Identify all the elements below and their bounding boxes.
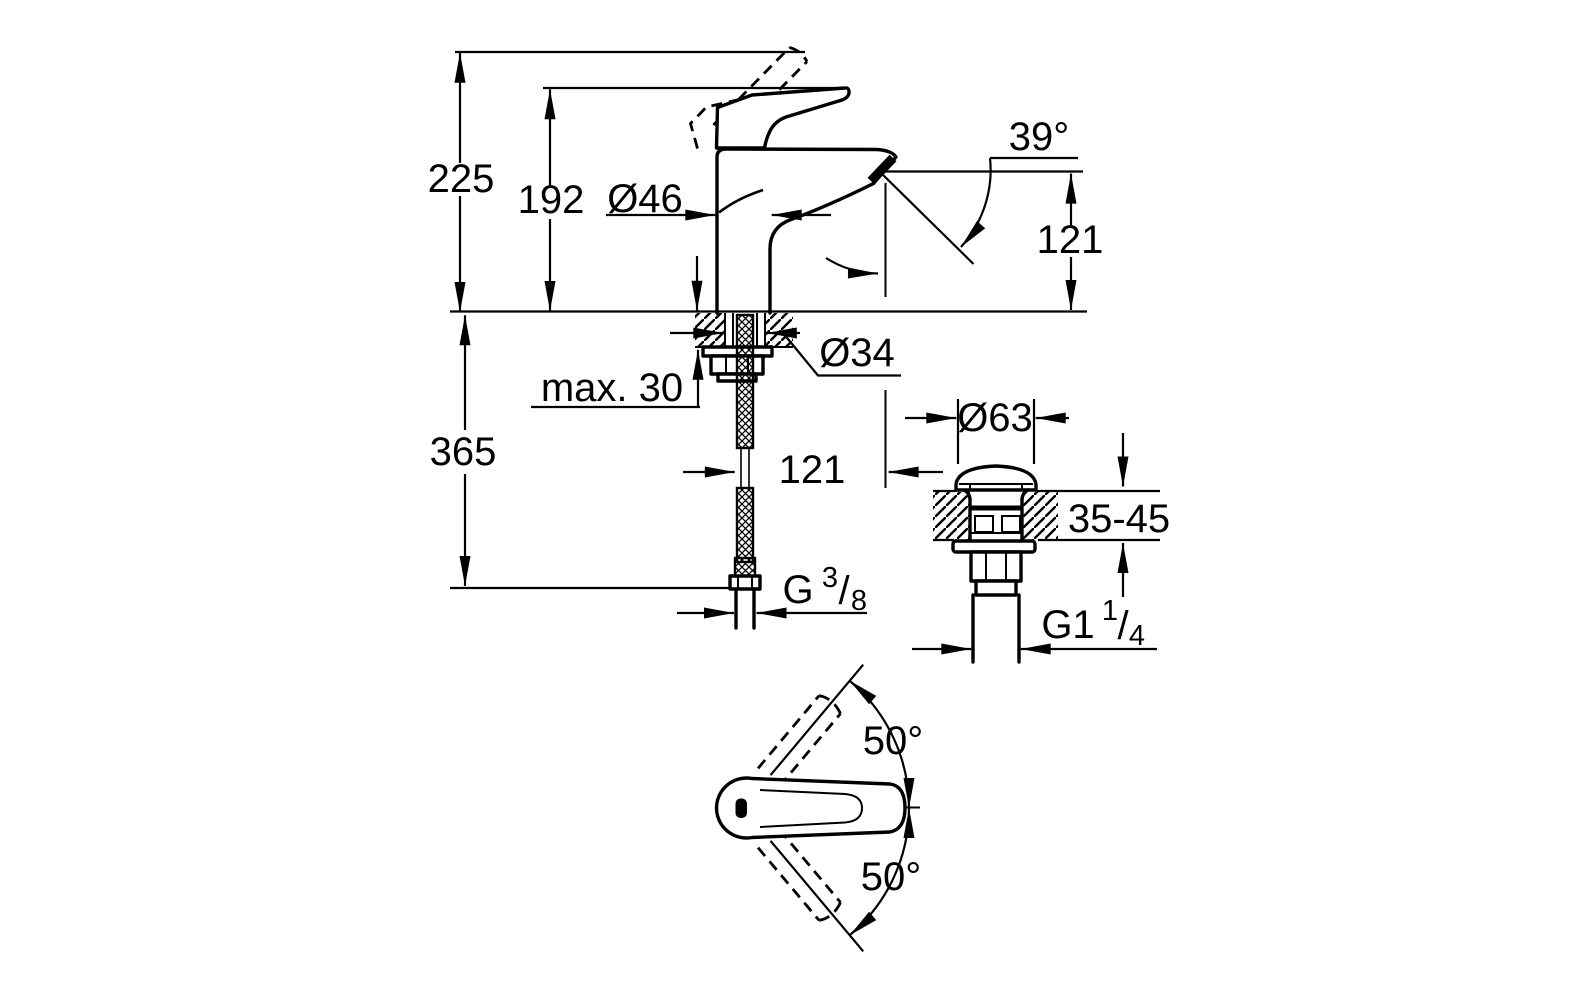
drain-collar (974, 579, 1018, 597)
dim-lever-height-192: 192 (518, 89, 585, 311)
aerator-outlet (867, 154, 897, 185)
dim-deck-max-30: max. 30 (531, 256, 704, 410)
dim-supply-thread-g38: G 3 / 8 (677, 562, 867, 619)
dim-body-diameter-46: Ø46 (606, 177, 831, 221)
handle-top-dashed-upper (756, 694, 842, 788)
swing-arc-lower (848, 807, 915, 937)
hose-break-lines (740, 448, 750, 488)
label-supply-thread-g: G (782, 568, 813, 612)
dim-spout-angle-39: 39° (825, 115, 1078, 279)
deck-hatch-left (695, 313, 725, 346)
label-spout-reach: 121 (779, 448, 846, 492)
label-lever-height: 192 (518, 178, 585, 222)
deck-hole-edges (724, 313, 766, 347)
hose-crimp (733, 556, 757, 578)
dim-drain-thread-g114: G1 1 / 4 (912, 595, 1157, 655)
label-drain-deck-thickness: 35-45 (1068, 497, 1170, 541)
handle-pivot-mark (735, 798, 747, 818)
supply-hose (728, 313, 762, 630)
label-drain-cap-diameter: Ø63 (957, 396, 1033, 440)
body-fillet-line (718, 188, 764, 214)
drain-deck-hatch-left (933, 492, 970, 540)
dim-drain-cap-63: Ø63 (905, 396, 1069, 440)
hose-braid-lower (735, 486, 755, 564)
label-drain-thread-num: 1 (1102, 595, 1118, 627)
label-body-diameter: Ø46 (607, 177, 683, 221)
label-drain-thread-g: G1 (1041, 603, 1094, 647)
handle-top-outline (714, 776, 907, 840)
hose-connector-tube (734, 587, 756, 630)
handle-top-inner-face (759, 789, 864, 828)
label-spout-angle: 39° (1009, 115, 1070, 159)
dim-hole-diameter-34: Ø34 (670, 327, 901, 377)
label-supply-thread-slash: / (838, 569, 850, 613)
label-drain-thread-slash: / (1117, 604, 1129, 648)
label-drain-thread-den: 4 (1129, 620, 1145, 652)
dim-outlet-height-121: 121 (1037, 173, 1104, 310)
swing-line-upper (769, 663, 865, 776)
dim-hose-length-365: 365 (430, 315, 497, 586)
label-swing-lower: 50° (861, 855, 922, 899)
label-hose-length: 365 (430, 430, 497, 474)
drain-extension-lines (956, 399, 1036, 464)
label-swing-upper: 50° (863, 719, 924, 763)
label-supply-thread-den: 8 (851, 585, 867, 617)
faucet-body (688, 46, 898, 315)
dim-overall-height-225: 225 (428, 52, 495, 312)
label-outlet-height: 121 (1037, 218, 1104, 262)
handle-top-dashed-lower (756, 828, 842, 922)
hose-braid-upper (735, 313, 755, 450)
handle-top-view: 50° 50° (714, 663, 924, 953)
hose-nut (728, 574, 762, 591)
label-overall-height: 225 (428, 157, 495, 201)
drain-hex-nut (969, 550, 1023, 583)
drain-view (933, 399, 1160, 664)
drain-cap-dome (954, 464, 1038, 492)
label-supply-thread-num: 3 (822, 562, 838, 594)
handle-lever-solid (714, 86, 851, 150)
label-hole-diameter: Ø34 (819, 331, 895, 375)
drain-deck-hatch-right (1023, 492, 1058, 540)
body-and-spout-top (715, 147, 898, 315)
drain-tailpipe (971, 593, 1021, 664)
dim-spout-reach-121: 121 (683, 183, 943, 492)
swing-arc-upper (848, 679, 915, 809)
dim-drain-deck-35-45: 35-45 (1068, 433, 1170, 597)
swing-line-lower (769, 840, 865, 953)
label-deck-max: max. 30 (541, 366, 683, 410)
